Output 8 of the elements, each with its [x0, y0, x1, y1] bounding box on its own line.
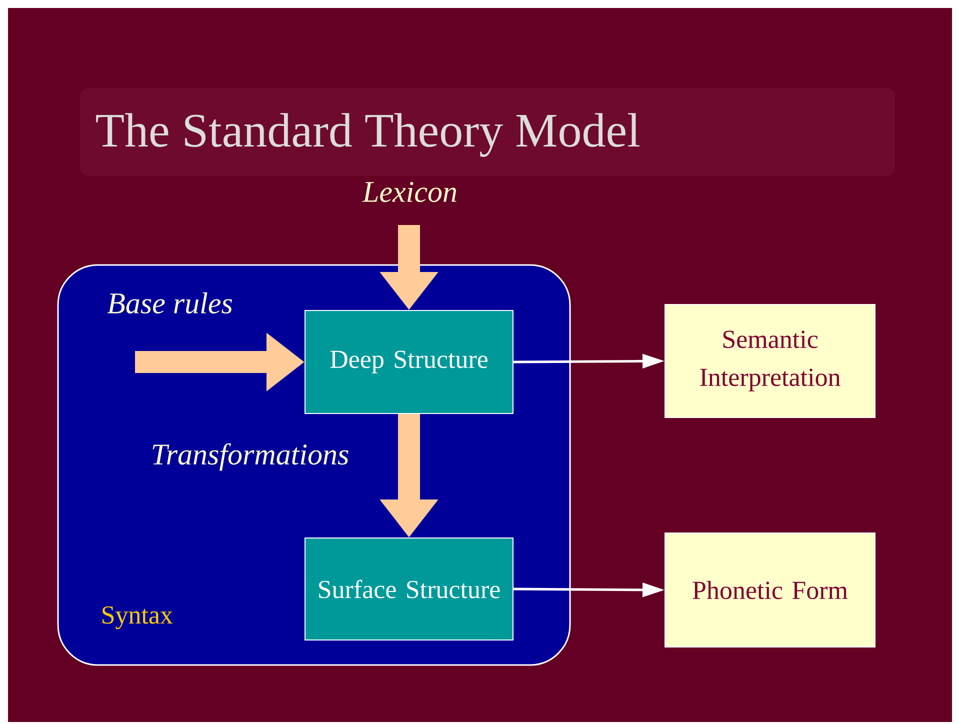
edge-label: Transformations — [152, 443, 348, 471]
process-box: Surface Structure — [304, 538, 514, 640]
title: The Standard Theory Model — [96, 113, 640, 157]
process-box: Semantic Interpretation — [664, 304, 876, 418]
edge-label: Base rules — [107, 292, 232, 314]
process-box: Deep Structure — [304, 310, 514, 414]
edge-label: Lexicon — [362, 182, 456, 202]
process-box: Phonetic Form — [664, 532, 876, 648]
